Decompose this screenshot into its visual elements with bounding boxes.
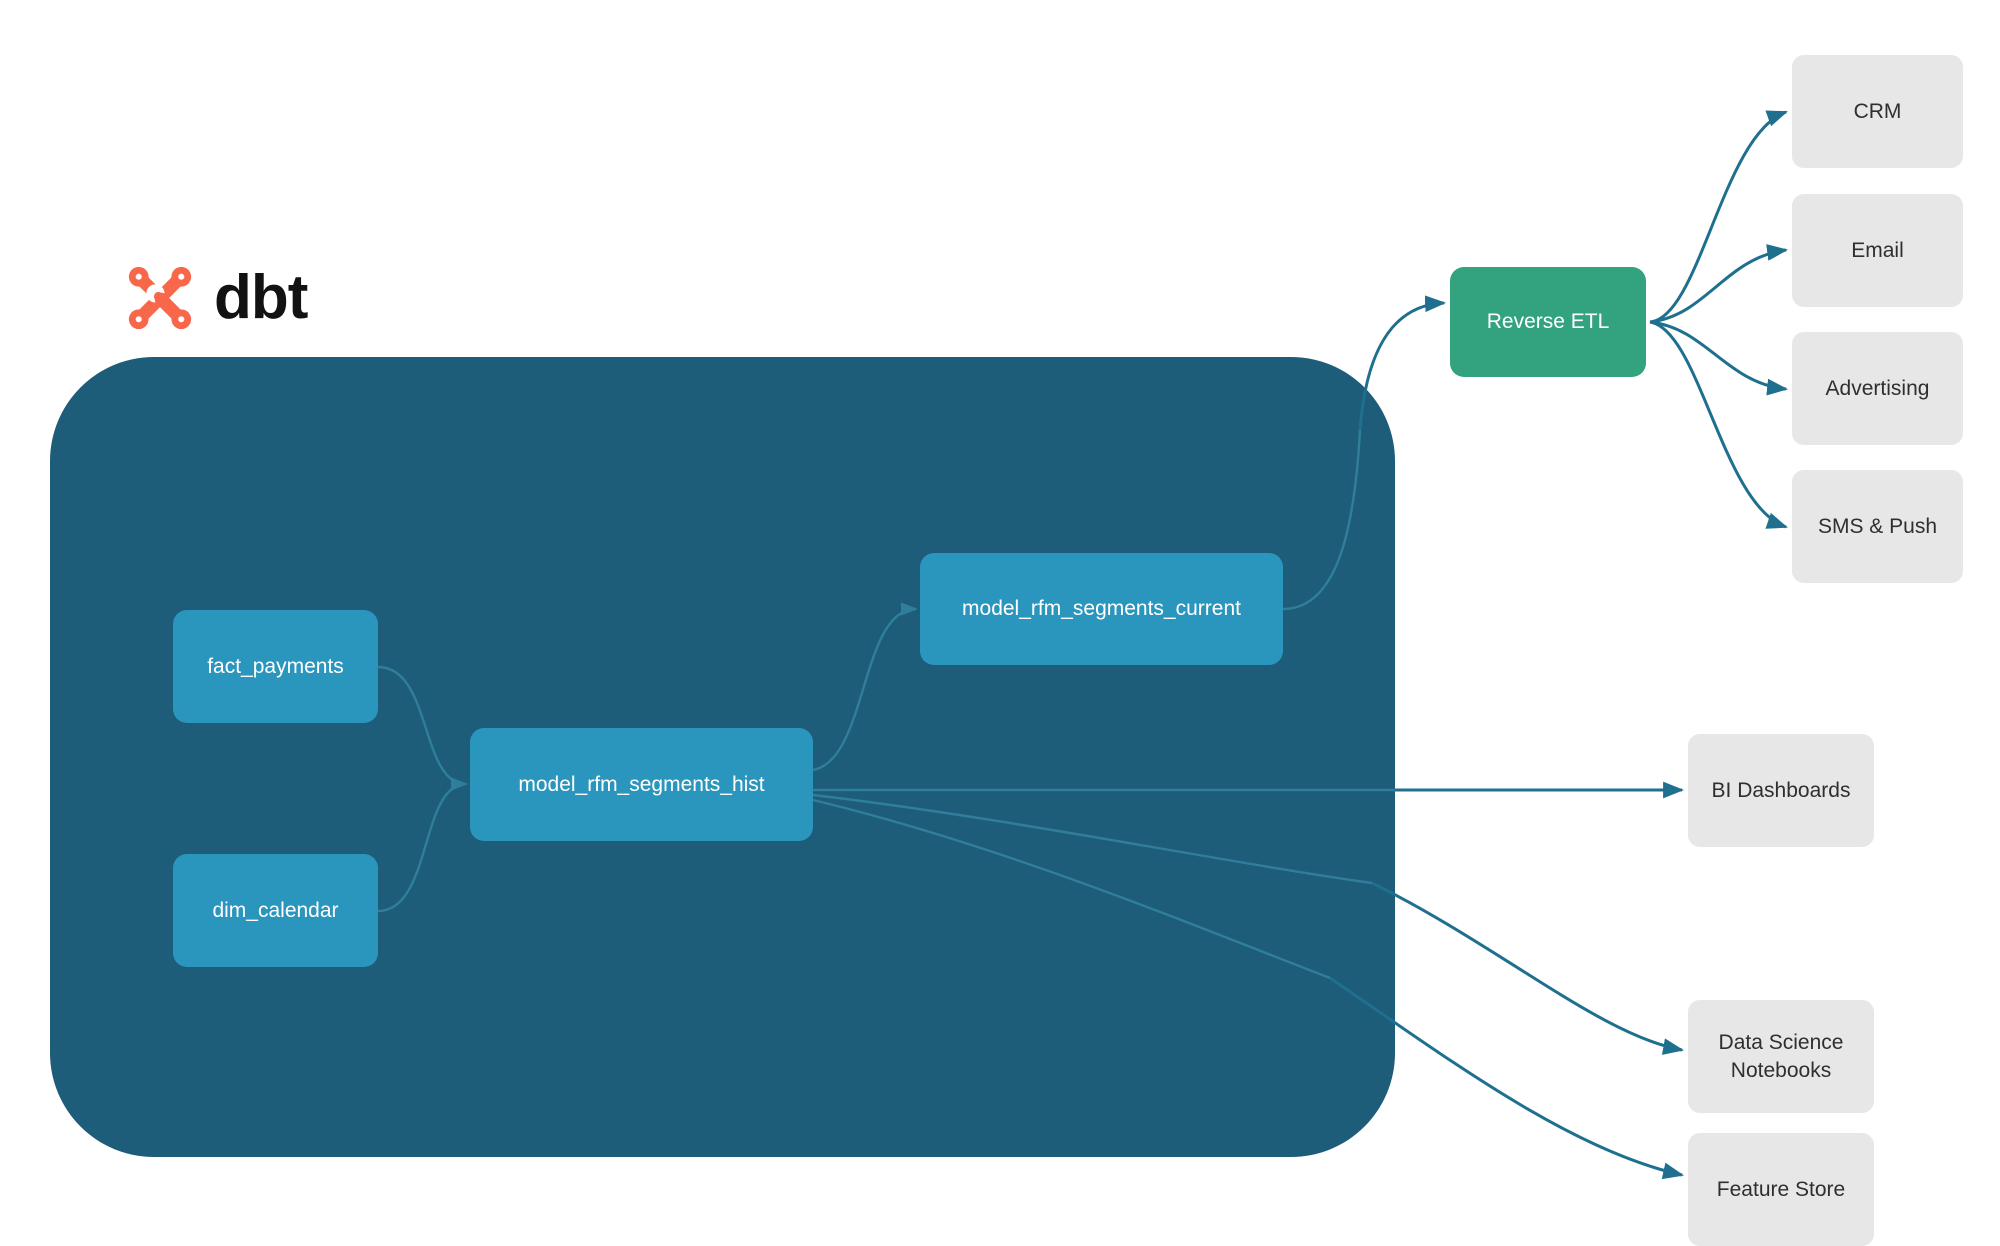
edge-reverseetl-to-crm xyxy=(1649,110,1788,324)
edge-reverseetl-to-advertising xyxy=(1649,320,1789,396)
dbt-wordmark: dbt xyxy=(214,263,308,332)
node-crm[interactable]: CRM xyxy=(1792,55,1963,168)
edge-reverseetl-to-email xyxy=(1649,244,1789,324)
node-model-rfm-segments-current[interactable]: model_rfm_segments_current xyxy=(920,553,1283,665)
edge-hist-to-datascience-outside xyxy=(1371,881,1685,1055)
node-email[interactable]: Email xyxy=(1792,194,1963,307)
node-reverse-etl[interactable]: Reverse ETL xyxy=(1450,267,1646,377)
edge-reverseetl-to-sms_push xyxy=(1649,320,1788,529)
node-label: SMS & Push xyxy=(1817,514,1938,538)
node-label: Advertising xyxy=(1825,376,1930,400)
node-data-science-notebooks[interactable]: Data Science Notebooks xyxy=(1688,1000,1874,1113)
node-dim-calendar[interactable]: dim_calendar xyxy=(173,854,378,967)
node-label-line-1: Data Science xyxy=(1718,1030,1844,1054)
node-fact-payments[interactable]: fact_payments xyxy=(173,610,378,723)
node-label: dim_calendar xyxy=(212,898,339,922)
node-sms-push[interactable]: SMS & Push xyxy=(1792,470,1963,583)
dbt-brand: dbt xyxy=(122,260,308,336)
node-advertising[interactable]: Advertising xyxy=(1792,332,1963,445)
node-label: Email xyxy=(1851,238,1904,262)
node-label: Feature Store xyxy=(1716,1177,1846,1201)
node-label: model_rfm_segments_current xyxy=(962,597,1241,620)
node-label: model_rfm_segments_hist xyxy=(518,772,765,796)
node-label: Reverse ETL xyxy=(1486,310,1610,333)
dbt-x-logo-icon xyxy=(128,266,192,330)
node-label: fact_payments xyxy=(207,654,344,678)
node-bi-dashboards[interactable]: BI Dashboards xyxy=(1688,734,1874,847)
node-label: CRM xyxy=(1853,99,1902,123)
node-label: BI Dashboards xyxy=(1711,778,1851,802)
node-label: Data Science Notebooks xyxy=(1719,1029,1844,1084)
node-model-rfm-segments-hist[interactable]: model_rfm_segments_hist xyxy=(470,728,813,841)
node-feature-store[interactable]: Feature Store xyxy=(1688,1133,1874,1246)
node-label-line-2: Notebooks xyxy=(1730,1058,1832,1082)
